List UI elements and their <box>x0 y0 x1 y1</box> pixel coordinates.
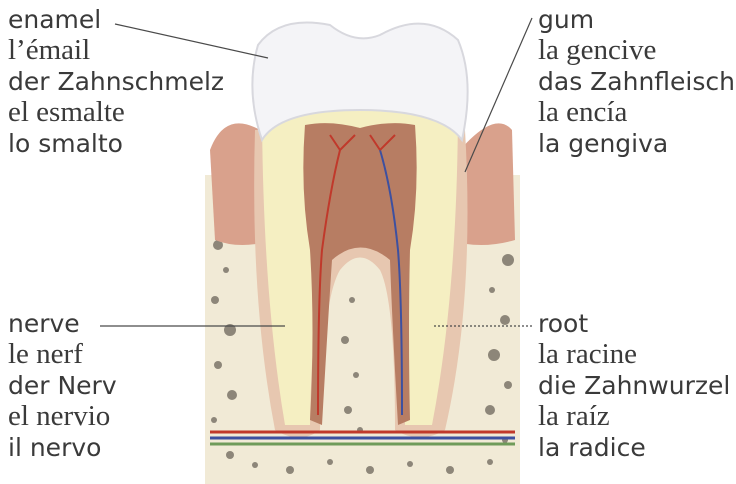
label-enamel-en: enamel <box>8 4 224 35</box>
label-root-fr: la racine <box>538 339 730 370</box>
label-root-de: die Zahnwurzel <box>538 370 730 401</box>
label-gum-it: la gengiva <box>538 128 735 159</box>
gum-label-group: gum la gencive das Zahnfleisch la encía … <box>538 4 735 159</box>
label-gum-de: das Zahnfleisch <box>538 66 735 97</box>
label-gum-en: gum <box>538 4 735 35</box>
label-enamel-fr: l’émail <box>8 35 224 66</box>
nerve-label-group: nerve le nerf der Nerv el nervio il nerv… <box>8 308 117 463</box>
label-gum-es: la encía <box>538 97 735 128</box>
label-enamel-it: lo smalto <box>8 128 224 159</box>
root-label-group: root la racine die Zahnwurzel la raíz la… <box>538 308 730 463</box>
label-nerve-fr: le nerf <box>8 339 117 370</box>
label-nerve-en: nerve <box>8 308 117 339</box>
enamel-label-group: enamel l’émail der Zahnschmelz el esmalt… <box>8 4 224 159</box>
label-nerve-de: der Nerv <box>8 370 117 401</box>
label-enamel-de: der Zahnschmelz <box>8 66 224 97</box>
label-nerve-es: el nervio <box>8 401 117 432</box>
label-nerve-it: il nervo <box>8 432 117 463</box>
label-root-es: la raíz <box>538 401 730 432</box>
label-root-en: root <box>538 308 730 339</box>
label-root-it: la radice <box>538 432 730 463</box>
label-gum-fr: la gencive <box>538 35 735 66</box>
label-enamel-es: el esmalte <box>8 97 224 128</box>
